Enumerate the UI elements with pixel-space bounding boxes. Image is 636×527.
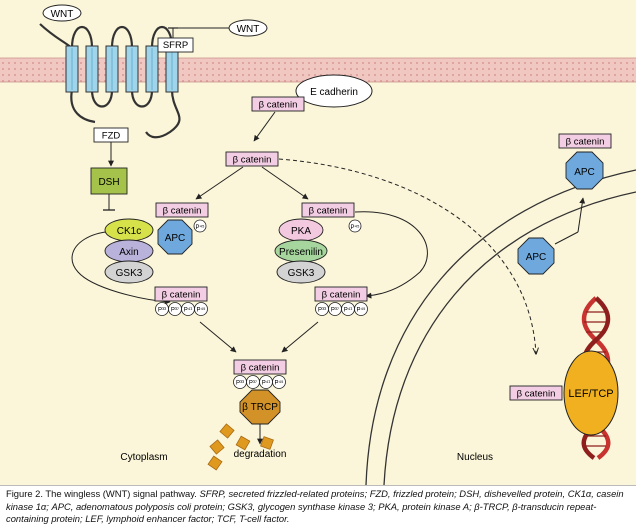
svg-text:β catenin: β catenin: [233, 155, 272, 166]
phosphate-circle: [272, 375, 286, 389]
wnt-left-label: WNT: [51, 9, 74, 20]
svg-text:P⁴⁵: P⁴⁵: [195, 224, 205, 231]
gsk3-protein: [104, 260, 154, 284]
gsk3-protein-right: [276, 260, 326, 284]
svg-text:CK1c: CK1c: [117, 226, 141, 237]
phosphate-label: P⁴⁵: [356, 307, 366, 314]
wnt-pathway-diagram: WNT WNT SFRP FZD DSH E cadherin β cateni…: [0, 4, 636, 486]
diagram-panel: WNT WNT SFRP FZD DSH E cadherin β cateni…: [0, 0, 636, 486]
caption-lead: Figure 2. The wingless (WNT) signal path…: [6, 488, 197, 499]
phosphate-label: P⁴⁵: [196, 307, 206, 314]
degradation-fragments: [207, 423, 274, 471]
sfrp-label: SFRP: [163, 40, 188, 51]
beta-catenin-nuclear: β catenin: [509, 385, 563, 401]
phosphate-label: P⁴⁵: [274, 380, 284, 387]
phosphate-label: P³³: [318, 308, 326, 314]
svg-text:β catenin: β catenin: [309, 206, 348, 217]
btrcp-protein: β TRCP: [239, 389, 281, 425]
cytoplasm-label: Cytoplasm: [120, 452, 167, 463]
svg-text:GSK3: GSK3: [288, 268, 315, 279]
svg-text:β catenin: β catenin: [566, 137, 605, 148]
svg-text:LEF/TCP: LEF/TCP: [568, 388, 613, 400]
beta-catenin-membrane: β catenin: [251, 96, 305, 112]
wnt-ligand-right: WNT: [228, 19, 268, 37]
svg-text:β catenin: β catenin: [322, 290, 361, 301]
frizzled-receptor: [39, 23, 181, 139]
wnt-right-label: WNT: [237, 24, 260, 35]
svg-text:APC: APC: [526, 252, 547, 263]
lef-tcf-factor: LEF/TCP: [563, 350, 619, 436]
svg-text:β catenin: β catenin: [163, 206, 202, 217]
caption-body: SFRP, secreted frizzled-related proteins…: [6, 488, 624, 524]
apc-cytoplasmic: APC: [565, 151, 604, 190]
beta-catenin-cytoplasm: β catenin: [225, 151, 279, 167]
fzd-label: FZD: [102, 131, 121, 142]
svg-text:β catenin: β catenin: [241, 363, 280, 374]
nuclear-translocation-arrow: [278, 158, 536, 354]
phosphate-label: P³⁷: [171, 307, 179, 314]
sfrp-inhibition: SFRP: [157, 27, 229, 53]
wnt-ligand-left: WNT: [42, 4, 82, 22]
svg-text:β catenin: β catenin: [259, 100, 298, 111]
e-cadherin-label: E cadherin: [310, 87, 358, 98]
nucleus-inner-membrane: [383, 191, 636, 486]
phosphate-label: P³⁷: [249, 380, 257, 387]
phosphate-circle: [194, 302, 208, 316]
destruction-complex-left: β catenin CK1c Axin GSK3 APC P⁴⁵: [71, 202, 209, 305]
svg-text:Axin: Axin: [119, 247, 138, 258]
phosphate-label: P⁴¹: [262, 380, 271, 387]
apc-nuclear: APC: [517, 237, 555, 275]
nucleus-outer-membrane: [365, 169, 636, 486]
apc-protein: [157, 219, 193, 255]
phosphate-label: P⁴¹: [184, 307, 193, 314]
phosphate-circle: [354, 302, 368, 316]
figure-caption: Figure 2. The wingless (WNT) signal path…: [6, 488, 630, 526]
destruction-complex-right: β catenin P⁴⁵ PKA Presenilin GSK3: [274, 202, 428, 299]
svg-text:PKA: PKA: [291, 226, 311, 237]
svg-text:APC: APC: [165, 233, 186, 244]
dsh-box: [90, 167, 128, 195]
svg-text:P⁴⁵: P⁴⁵: [350, 224, 360, 231]
phosphate-label: P³⁷: [331, 307, 339, 314]
phosphate-label: P³³: [158, 308, 166, 314]
phosphate-label: P³³: [236, 381, 244, 387]
svg-text:Presenilin: Presenilin: [279, 247, 323, 258]
svg-text:β TRCP: β TRCP: [242, 402, 278, 413]
degradation-label: degradation: [234, 449, 287, 460]
svg-text:APC: APC: [574, 167, 595, 178]
beta-catenin-apc: β catenin: [558, 133, 612, 149]
svg-text:β catenin: β catenin: [517, 389, 556, 400]
svg-text:GSK3: GSK3: [116, 268, 143, 279]
nucleus-label: Nucleus: [457, 452, 493, 463]
dsh-label: DSH: [98, 177, 119, 188]
phosphate-label: P⁴¹: [344, 307, 353, 314]
e-cadherin: [295, 74, 373, 108]
svg-text:β catenin: β catenin: [162, 290, 201, 301]
